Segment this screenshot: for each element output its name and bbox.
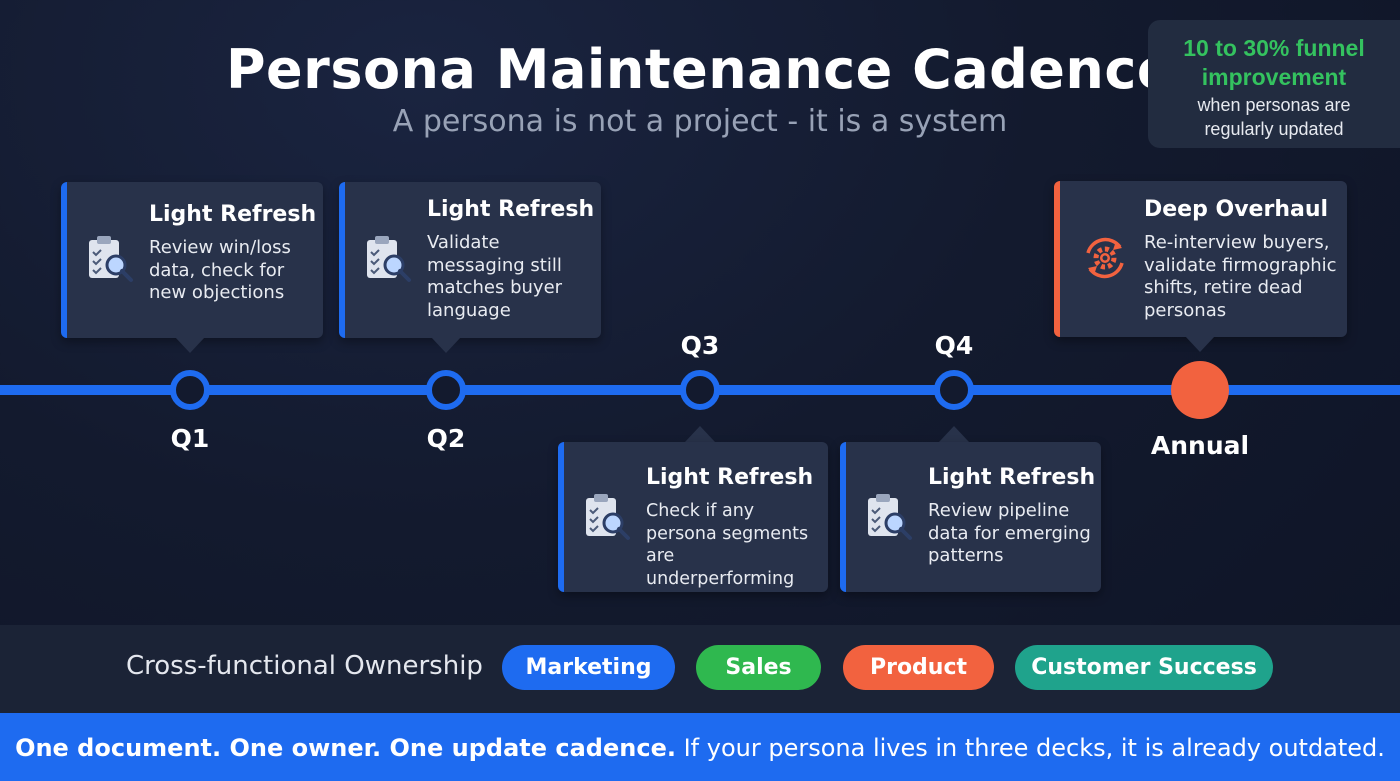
stat-headline-line1: 10 to 30% funnel	[1183, 35, 1365, 61]
footer-banner: One document. One owner. One update cade…	[0, 713, 1400, 781]
stat-detail-line2: regularly updated	[1204, 119, 1344, 139]
stat-headline-line2: improvement	[1201, 64, 1347, 90]
team-pill-marketing: Marketing	[502, 645, 675, 690]
timeline-node-q2	[426, 370, 466, 410]
label-q1: Q1	[170, 424, 210, 453]
footer-text: If your persona lives in three decks, it…	[675, 734, 1385, 762]
card-q4: Light Refresh Review pipeline data for e…	[840, 442, 1101, 592]
card-pointer	[685, 426, 715, 442]
clipboard-search-icon	[367, 236, 411, 282]
page-subtitle: A persona is not a project - it is a sys…	[392, 104, 1008, 139]
card-desc-line: data, check for	[149, 259, 285, 281]
card-desc-line: Re-interview buyers,	[1144, 232, 1330, 253]
card-pointer	[939, 426, 969, 442]
refresh-gear-icon	[1086, 237, 1124, 279]
label-annual: Annual	[1150, 431, 1250, 460]
card-title: Light Refresh	[928, 465, 1096, 490]
timeline-node-q1	[170, 370, 210, 410]
card-pointer	[175, 337, 205, 353]
clipboard-search-icon	[89, 236, 133, 282]
card-desc-line: Review pipeline	[928, 500, 1070, 521]
card-q3: Light Refresh Check if any persona segme…	[558, 442, 828, 592]
team-pill-customer-success: Customer Success	[1015, 645, 1273, 690]
card-desc-line: Check if any	[646, 501, 755, 521]
card-annual: Deep Overhaul Re-interview buyers, valid…	[1054, 181, 1347, 337]
card-desc-line: patterns	[928, 545, 1004, 566]
card-title: Light Refresh	[427, 197, 595, 222]
footer-bold-text: One document. One owner. One update cade…	[15, 734, 676, 762]
card-title: Light Refresh	[149, 202, 317, 227]
card-description: Review pipeline data for emerging patter…	[928, 500, 1091, 568]
card-desc-line: new objections	[149, 282, 285, 303]
card-desc-line: persona segments	[646, 523, 809, 544]
label-q3: Q3	[680, 331, 720, 360]
stat-detail-line1: when personas are	[1197, 95, 1351, 115]
card-desc-line: shifts, retire dead	[1144, 277, 1303, 298]
card-description: Validate messaging still matches buyer l…	[427, 232, 562, 322]
card-desc-line: personas	[1144, 299, 1227, 321]
card-desc-line: data for emerging	[928, 522, 1091, 544]
timeline-node-annual	[1171, 361, 1229, 419]
card-description: Re-interview buyers, validate firmograph…	[1144, 232, 1337, 322]
card-title: Deep Overhaul	[1144, 197, 1329, 222]
card-pointer	[431, 337, 461, 353]
page-title: Persona Maintenance Cadence	[225, 38, 1174, 101]
card-desc-line: are underperforming	[646, 546, 795, 589]
stat-callout: 10 to 30% funnel improvement when person…	[1148, 20, 1400, 148]
card-pointer	[1185, 336, 1215, 352]
card-desc-line: matches buyer	[427, 277, 563, 298]
label-q4: Q4	[934, 331, 974, 360]
card-description: Check if any persona segments are underp…	[646, 500, 828, 590]
card-desc-line: Review win/loss	[149, 237, 291, 258]
team-pill-product: Product	[843, 645, 994, 690]
clipboard-search-icon	[586, 494, 630, 540]
clipboard-search-icon	[868, 494, 912, 540]
card-description: Review win/loss data, check for new obje…	[149, 237, 291, 305]
card-q1: Light Refresh Review win/loss data, chec…	[61, 182, 323, 338]
team-pill-sales: Sales	[696, 645, 821, 690]
card-desc-line: Validate	[427, 232, 500, 253]
card-desc-line: language	[427, 299, 511, 321]
timeline-node-q4	[934, 370, 974, 410]
timeline-node-q3	[680, 370, 720, 410]
card-title: Light Refresh	[646, 465, 814, 490]
label-q2: Q2	[426, 424, 466, 453]
card-desc-line: validate firmographic	[1144, 254, 1337, 276]
ownership-label: Cross-functional Ownership	[126, 651, 483, 681]
card-desc-line: messaging still	[427, 254, 562, 276]
card-q2: Light Refresh Validate messaging still m…	[339, 182, 601, 338]
